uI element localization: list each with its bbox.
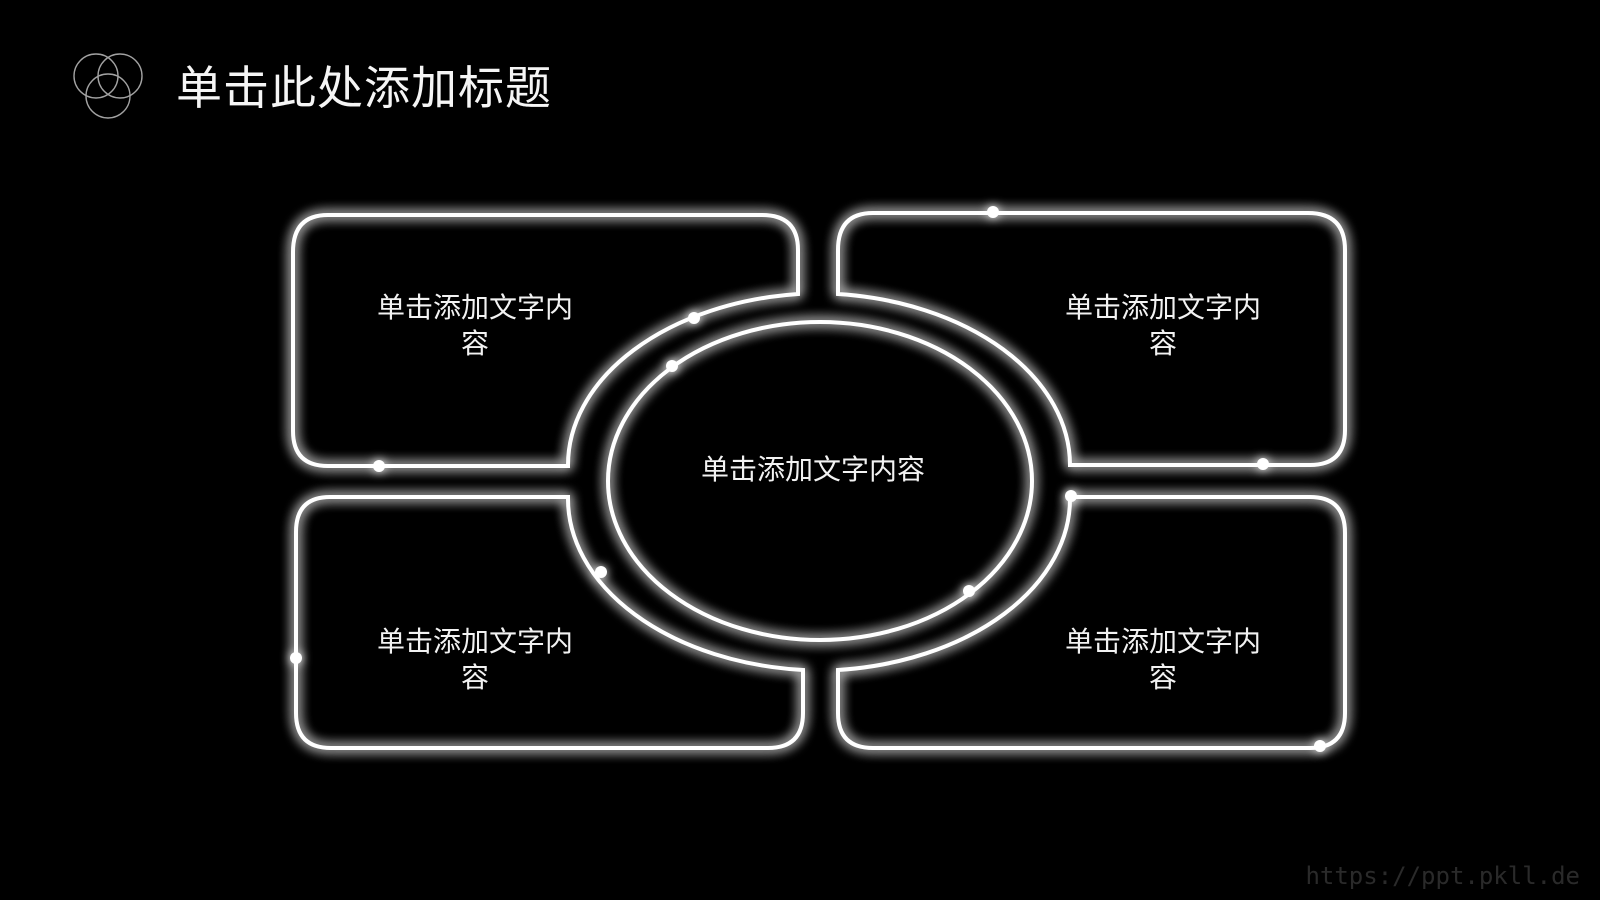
box-text-bottom-left[interactable]: 单击添加文字内容 [376,625,573,694]
box-outline-bottom-left [294,495,805,750]
glow-dot [1065,490,1077,502]
box-outline-bottom-right [836,495,1347,750]
glow-dot [963,585,975,597]
glow-dot [290,652,302,664]
box-outline-top-left [291,213,800,468]
box-text-top-right[interactable]: 单击添加文字内容 [1064,291,1261,360]
glow-dot [1314,740,1326,752]
watermark: https://ppt.pkll.de [1305,862,1580,890]
box-text-top-left[interactable]: 单击添加文字内容 [376,291,573,360]
glow-dot [1257,458,1269,470]
glow-dot [987,206,999,218]
logo-rings-icon [73,53,143,119]
glow-dot [595,566,607,578]
glow-dot [688,312,700,324]
center-text[interactable]: 单击添加文字内容 [700,453,925,486]
box-text-bottom-right[interactable]: 单击添加文字内容 [1064,625,1261,694]
center-ellipse-outline [606,320,1034,642]
slide-title[interactable]: 单击此处添加标题 [176,61,552,115]
box-outline-top-right [836,211,1347,467]
glow-dot [666,360,678,372]
glow-dot [373,460,385,472]
